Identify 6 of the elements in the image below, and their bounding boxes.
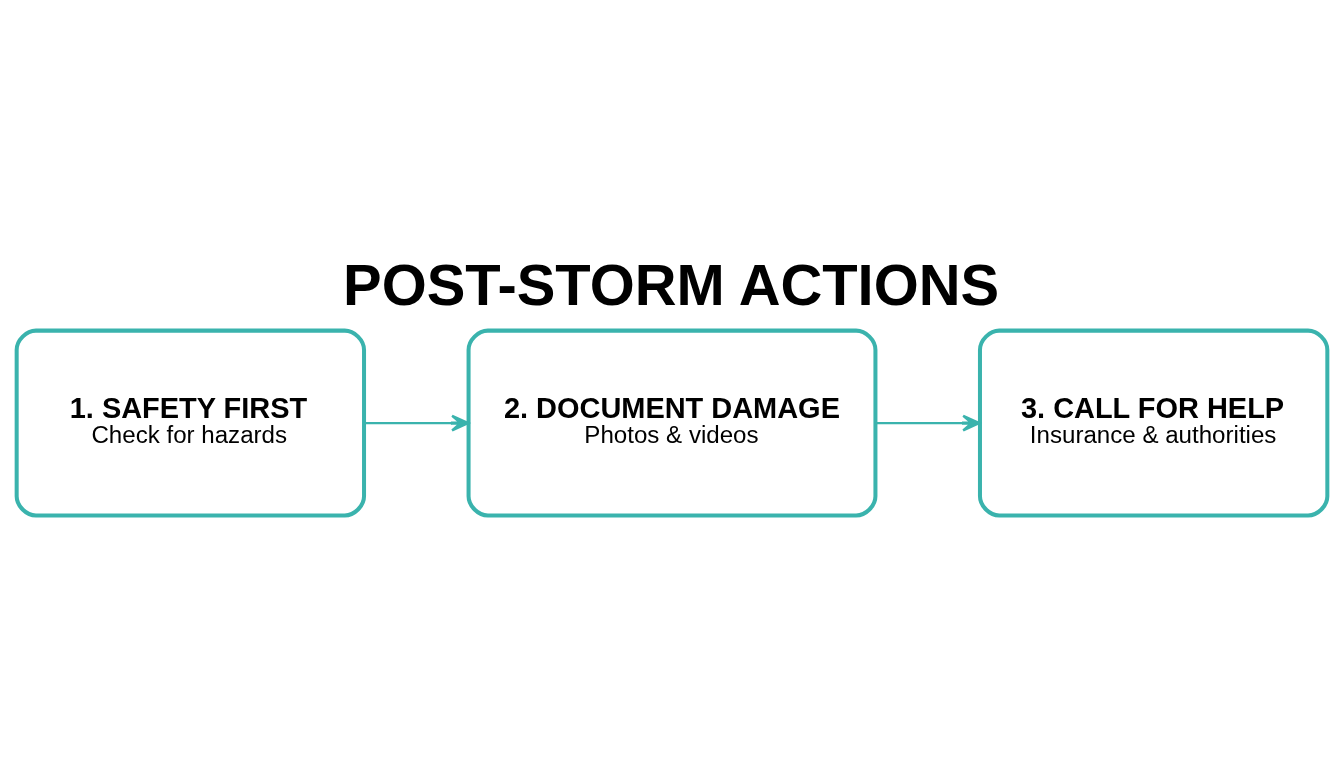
node-box: 1. SAFETY FIRST Check for hazards: [14, 328, 367, 518]
diagram-title: POST-STORM ACTIONS: [343, 252, 1000, 317]
arrow: [364, 414, 470, 432]
node-box: 2. DOCUMENT DAMAGE Photos & videos: [466, 328, 878, 518]
arrow: [875, 414, 981, 432]
node-box: 3. CALL FOR HELP Insurance & authorities: [977, 328, 1330, 518]
